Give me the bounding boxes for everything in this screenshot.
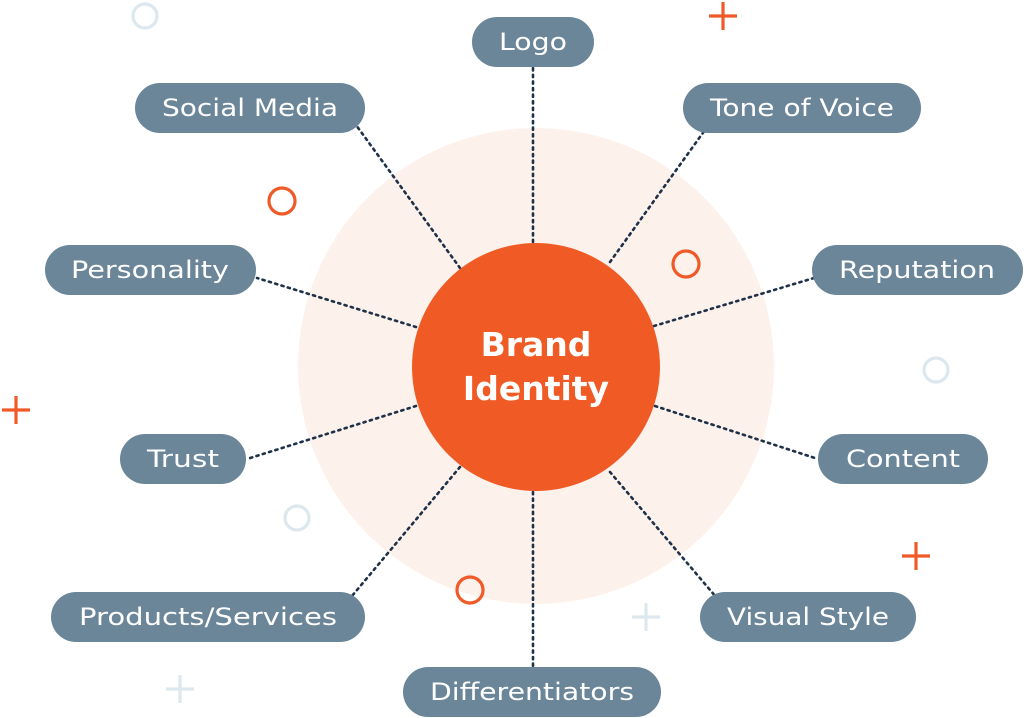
node-pill [403,667,661,717]
node-label: Differentiators [430,678,634,706]
deco-ring-icon [267,186,297,216]
decorations [2,2,950,703]
node-label: Reputation [839,256,995,284]
node-label: Social Media [162,94,338,122]
deco-plus-icon [709,2,737,30]
node-differentiators: Differentiators [403,667,661,717]
deco-plus-icon [902,542,930,570]
node-pill [135,83,365,133]
deco-ring-icon [671,249,701,279]
node-logo: Logo [472,17,594,67]
node-reputation: Reputation [812,245,1023,295]
node-pill [45,245,256,295]
connector-social-media [354,123,462,270]
deco-ring-icon [455,575,485,605]
deco-plus-icon [632,603,660,631]
connector-visual-style [608,470,718,599]
node-personality: Personality [45,245,256,295]
node-pill [700,592,916,642]
node-label: Products/Services [79,603,337,631]
deco-ring-icon [922,356,950,384]
node-content: Content [818,434,988,484]
deco-ring-icon [283,504,311,532]
deco-plus-icon [166,675,194,703]
node-label: Personality [71,256,229,284]
node-social-media: Social Media [135,83,365,133]
node-pill [472,17,594,67]
node-products-services: Products/Services [51,592,365,642]
node-label: Tone of Voice [709,94,894,122]
node-pill [120,434,246,484]
connector-reputation [652,276,816,328]
node-label: Visual Style [727,603,889,631]
node-tone-of-voice: Tone of Voice [683,83,921,133]
deco-plus-icon [2,396,30,424]
node-label: Trust [146,445,219,473]
hub-title-line-2: Identity [463,369,609,408]
node-label: Content [846,445,960,473]
node-label: Logo [499,28,567,56]
connector-personality [255,276,418,329]
node-visual-style: Visual Style [700,592,916,642]
connector-products-services [350,465,462,598]
connector-content [653,404,820,461]
connector-trust [245,404,418,461]
hub-circle [412,243,660,491]
node-pill [818,434,988,484]
hub: Brand Identity [412,243,660,491]
connectors [245,64,820,668]
deco-ring-icon [131,2,159,30]
node-pill [812,245,1023,295]
connector-tone-of-voice [608,128,707,264]
hub-title-line-1: Brand [481,325,592,364]
node-pill [683,83,921,133]
node-trust: Trust [120,434,246,484]
node-pill [51,592,365,642]
